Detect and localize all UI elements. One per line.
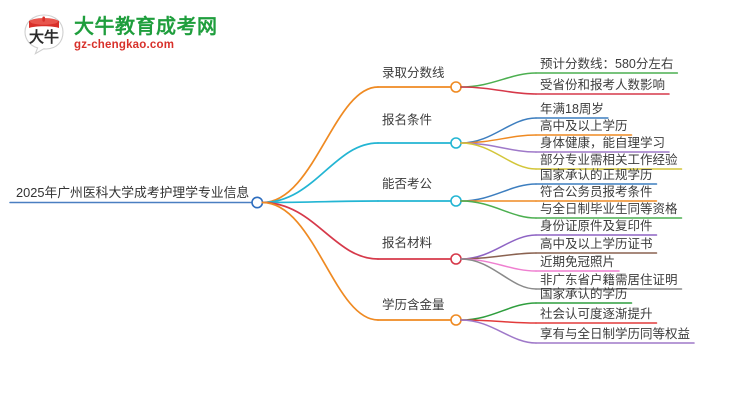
leaf-label-1-1[interactable]: 预计分数线：580分左右 xyxy=(540,57,674,71)
branch-label-3[interactable]: 能否考公 xyxy=(382,177,433,191)
root-node-label[interactable]: 2025年广州医科大学成考护理学专业信息 xyxy=(16,185,250,200)
leaf-label-2-1[interactable]: 年满18周岁 xyxy=(540,102,604,116)
logo-text-block: 大牛教育成考网 gz-chengkao.com xyxy=(74,17,218,52)
leaf-label-3-2[interactable]: 符合公务员报考条件 xyxy=(540,185,653,199)
leaf-label-5-3[interactable]: 享有与全日制学历同等权益 xyxy=(540,327,691,341)
leaf-label-4-4[interactable]: 非广东省户籍需居住证明 xyxy=(540,273,678,287)
branch-label-2[interactable]: 报名条件 xyxy=(382,113,433,127)
leaf-label-2-2[interactable]: 高中及以上学历 xyxy=(540,119,628,133)
branch-label-1[interactable]: 录取分数线 xyxy=(382,66,445,80)
site-logo: 大牛 大牛教育成考网 gz-chengkao.com xyxy=(22,10,222,58)
leaf-label-5-2[interactable]: 社会认可度逐渐提升 xyxy=(540,307,653,321)
leaf-label-3-3[interactable]: 与全日制毕业生同等资格 xyxy=(540,202,678,216)
branch-label-5[interactable]: 学历含金量 xyxy=(382,298,445,312)
logo-subtitle: gz-chengkao.com xyxy=(74,38,175,51)
leaf-label-2-3[interactable]: 身体健康，能自理学习 xyxy=(540,136,666,150)
leaf-label-4-1[interactable]: 身份证原件及复印件 xyxy=(540,219,653,233)
svg-text:大牛: 大牛 xyxy=(29,28,59,46)
branch-label-4[interactable]: 报名材料 xyxy=(382,236,433,250)
leaf-label-1-2[interactable]: 受省份和报考人数影响 xyxy=(540,78,666,92)
leaf-label-4-2[interactable]: 高中及以上学历证书 xyxy=(540,237,653,251)
leaf-label-5-1[interactable]: 国家承认的学历 xyxy=(540,287,628,301)
logo-title: 大牛教育成考网 xyxy=(74,15,218,38)
leaf-label-4-3[interactable]: 近期免冠照片 xyxy=(540,255,616,269)
daniu-logo-icon: 大牛 xyxy=(22,12,66,56)
leaf-label-2-4[interactable]: 部分专业需相关工作经验 xyxy=(540,153,678,167)
leaf-label-3-1[interactable]: 国家承认的正规学历 xyxy=(540,168,653,182)
